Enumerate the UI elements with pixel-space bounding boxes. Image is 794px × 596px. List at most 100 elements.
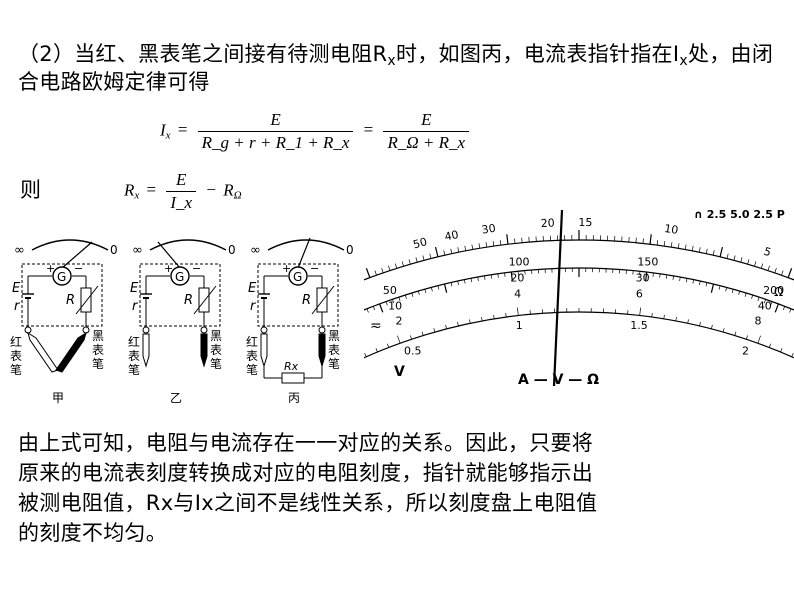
internal-resistance-label: r	[14, 299, 21, 314]
black-pen-label: 笔	[92, 356, 104, 371]
ohm-tick	[733, 255, 736, 261]
dc-scale3-label: 2	[395, 314, 402, 327]
dc-tick	[431, 287, 433, 292]
ohm-unit-symbol: Ω	[774, 285, 783, 299]
ohm-tick	[506, 234, 509, 245]
ac-scale-label: 0.5	[404, 345, 422, 358]
dc-scale-label: 200	[763, 284, 784, 297]
ohm-tick	[691, 245, 694, 251]
ohm-tick	[401, 261, 404, 267]
ohm-tick	[471, 244, 474, 250]
dc-tick	[718, 285, 721, 290]
multimeter-dial: 1k50020010050403020151050∞05010015020025…	[364, 208, 794, 388]
meter-box	[21, 263, 103, 327]
ohm-scale-label: 30	[481, 222, 497, 237]
rheostat-arrow	[193, 285, 217, 315]
ohm-tick	[663, 241, 666, 247]
ohm-tick	[698, 247, 701, 253]
meter-box	[139, 263, 221, 327]
dc-tick	[411, 292, 414, 297]
terminal	[142, 326, 150, 334]
red-pen-label: 红	[128, 334, 140, 349]
ohm-tick	[443, 250, 446, 256]
terminal	[24, 326, 32, 334]
ohm-tick	[492, 241, 495, 247]
ohm-tick	[726, 253, 729, 259]
dc-symbol: ≂	[370, 318, 382, 334]
dc-tick	[457, 280, 459, 285]
ohm-tick	[499, 240, 502, 246]
ohm-tick	[408, 259, 411, 265]
ohm-tick	[670, 242, 673, 248]
ohm-tick	[457, 247, 460, 253]
dc-scale3-label: 6	[636, 287, 643, 300]
dc-tick	[770, 301, 773, 306]
ohm-tick	[365, 268, 371, 278]
ohm-scale-label: 20	[540, 216, 555, 230]
minus-sign: −	[192, 262, 201, 275]
ohm-tick	[422, 255, 425, 261]
ohm-tick	[388, 265, 391, 271]
dc-tick	[464, 279, 466, 284]
dc-tick	[659, 273, 661, 278]
ohm-tick	[712, 250, 715, 256]
scale-arc	[149, 239, 227, 251]
unknown-resistor	[281, 372, 305, 384]
black-pen-label: 黑	[328, 329, 340, 343]
internal-resistance-label: r	[250, 299, 257, 314]
black-pen-label: 表	[328, 343, 340, 357]
ac-tick	[711, 324, 713, 329]
unit-selector-label: A — V — Ω	[518, 372, 599, 388]
dc-tick	[504, 272, 506, 277]
dc-tick	[789, 308, 792, 313]
dc-tick	[450, 282, 453, 287]
ac-tick	[675, 316, 677, 322]
ac-tick	[457, 321, 459, 327]
red-pen-label: 笔	[246, 362, 258, 377]
scale-arc	[267, 239, 345, 251]
red-pen-label: 红	[10, 334, 22, 349]
zero-mark: 0	[228, 243, 236, 257]
ohm-tick	[656, 240, 659, 246]
ac-scale-label: 1	[516, 319, 523, 332]
ohm-tick	[394, 263, 398, 269]
ohm-tick	[781, 270, 784, 276]
red-pen-label: 笔	[128, 362, 140, 377]
dc-tick	[437, 285, 440, 290]
ac-tick	[746, 335, 748, 340]
ohm-scale-label: 5	[762, 245, 773, 260]
ohm-tick	[754, 261, 757, 267]
fraction-3: E I_x	[166, 170, 197, 213]
dc-tick	[443, 283, 448, 293]
ohm-tick	[450, 248, 453, 254]
ac-tick	[469, 319, 471, 324]
ohm-scale-label: 10	[663, 222, 679, 237]
red-pen-label: 表	[128, 349, 140, 363]
dc-scale2-label: 10	[388, 299, 402, 312]
ohm-tick	[374, 270, 377, 276]
dc-tick	[763, 299, 766, 304]
black-pen-label: 黑	[92, 329, 104, 343]
rheostat	[198, 287, 210, 313]
fraction-2: E R_Ω + R_x	[383, 110, 470, 153]
dc-scale-label: 50	[383, 284, 397, 297]
galvanometer-label: G	[57, 270, 66, 284]
ac-tick	[791, 352, 794, 357]
ohm-scale-label: 15	[578, 216, 592, 229]
galvanometer-symbol	[170, 266, 190, 286]
needle	[297, 237, 311, 269]
dc-tick	[685, 278, 688, 283]
terminal	[200, 326, 208, 334]
dc-tick	[424, 289, 427, 294]
ac-tick	[757, 335, 761, 344]
infinity-mark: ∞	[14, 243, 25, 258]
zero-mark: 0	[110, 243, 118, 257]
conclusion-line: 由上式可知，电阻与电流存在一一对应的关系。因此，只要将	[18, 431, 594, 455]
ohm-scale-label: 40	[443, 228, 459, 244]
dc-tick	[379, 303, 384, 313]
ac-tick	[639, 307, 641, 316]
dc-scale3-label: 8	[755, 314, 762, 327]
dc-tick	[782, 306, 786, 311]
